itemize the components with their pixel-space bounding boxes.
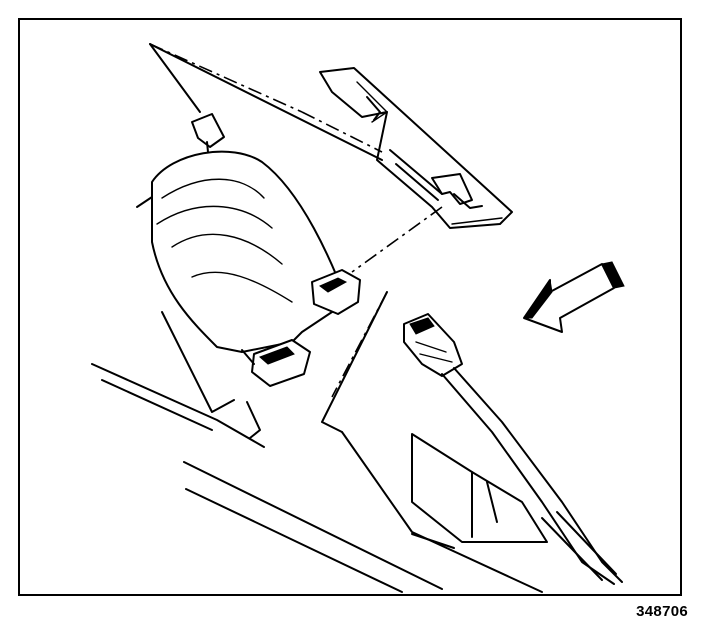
diagram-frame (18, 18, 682, 596)
view-arrow-icon (523, 261, 625, 333)
figure-number: 348706 (636, 603, 688, 620)
mounting-bracket (319, 67, 513, 229)
lower-bracket (411, 433, 548, 543)
horn-housing (136, 113, 361, 387)
component-drawing (91, 43, 625, 593)
panel-lines (91, 311, 443, 593)
wiring-harness (403, 313, 623, 585)
reference-planes (149, 43, 543, 593)
